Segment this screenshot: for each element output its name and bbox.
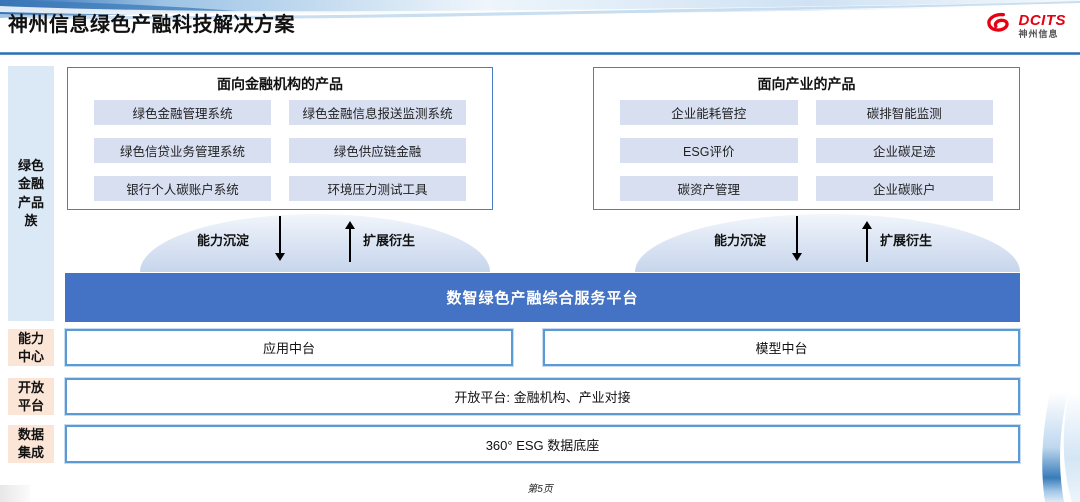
flow-label-up: 扩展衍生: [363, 233, 416, 248]
sidebar-open-platform-label: 开放平台: [17, 379, 44, 413]
arrow-up-icon: [349, 224, 351, 262]
brand-name: DCITS: [1018, 11, 1066, 29]
flow-label-down: 能力沉淀: [197, 233, 250, 248]
product-item: 碳资产管理: [620, 176, 798, 201]
product-item: 企业能耗管控: [620, 100, 798, 125]
brand-name-cn: 神州信息: [1018, 28, 1059, 39]
dome-decoration-right: [635, 214, 1020, 272]
sidebar-data-integration: 数据集成: [8, 425, 54, 463]
product-item: 绿色金融信息报送监测系统: [289, 100, 466, 125]
header-swoosh-decoration: [0, 0, 1080, 20]
product-group-finance-title: 面向金融机构的产品: [217, 76, 343, 92]
sidebar-capability-center-label: 能力中心: [17, 330, 44, 364]
sidebar-open-platform: 开放平台: [8, 378, 54, 415]
arrow-down-icon: [796, 216, 798, 258]
product-item: ESG评价: [620, 138, 798, 163]
esg-data-base-box: 360° ESG 数据底座: [65, 425, 1020, 463]
page-number: 第5页: [527, 484, 553, 495]
page-title: 神州信息绿色产融科技解决方案: [8, 14, 295, 36]
product-item: 绿色信贷业务管理系统: [94, 138, 271, 163]
sidebar-data-integration-label: 数据集成: [17, 427, 44, 460]
product-group-finance: 面向金融机构的产品 绿色金融管理系统 绿色金融信息报送监测系统 绿色信贷业务管理…: [67, 67, 493, 210]
product-item: 绿色供应链金融: [289, 138, 466, 163]
model-middle-platform-box: 模型中台: [543, 329, 1020, 366]
sidebar-product-family: 绿色金融产品族: [8, 66, 54, 321]
open-platform-box: 开放平台: 金融机构、产业对接: [65, 378, 1020, 415]
arrow-down-icon: [279, 216, 281, 258]
product-item: 绿色金融管理系统: [94, 100, 271, 125]
corner-decoration-left: [0, 485, 30, 502]
product-item: 企业碳账户: [815, 176, 993, 201]
product-group-industry-grid: 企业能耗管控 碳排智能监测 ESG评价 企业碳足迹 碳资产管理 企业碳账户: [594, 98, 1019, 213]
title-divider: [0, 52, 1080, 55]
product-item: 碳排智能监测: [815, 100, 993, 125]
product-item: 环境压力测试工具: [289, 176, 466, 201]
product-group-industry-title: 面向产业的产品: [757, 76, 856, 92]
dcits-swirl-icon: [985, 12, 1015, 39]
arrow-up-icon: [866, 224, 868, 262]
platform-bar: 数智绿色产融综合服务平台: [65, 273, 1020, 322]
product-group-industry: 面向产业的产品 企业能耗管控 碳排智能监测 ESG评价 企业碳足迹 碳资产管理 …: [593, 67, 1020, 210]
dome-decoration-left: [140, 214, 490, 272]
app-middle-platform-box: 应用中台: [65, 329, 513, 366]
sidebar-capability-center: 能力中心: [8, 329, 54, 366]
brand-logo: DCITS 神州信息: [985, 12, 1067, 39]
product-group-finance-grid: 绿色金融管理系统 绿色金融信息报送监测系统 绿色信贷业务管理系统 绿色供应链金融…: [68, 98, 492, 213]
product-item: 企业碳足迹: [815, 138, 993, 163]
flow-label-down: 能力沉淀: [714, 233, 767, 248]
corner-swoosh-decoration: [1042, 392, 1080, 502]
flow-label-up: 扩展衍生: [880, 233, 933, 248]
product-item: 银行个人碳账户系统: [94, 176, 271, 201]
sidebar-product-family-label: 绿色金融产品族: [17, 158, 44, 228]
